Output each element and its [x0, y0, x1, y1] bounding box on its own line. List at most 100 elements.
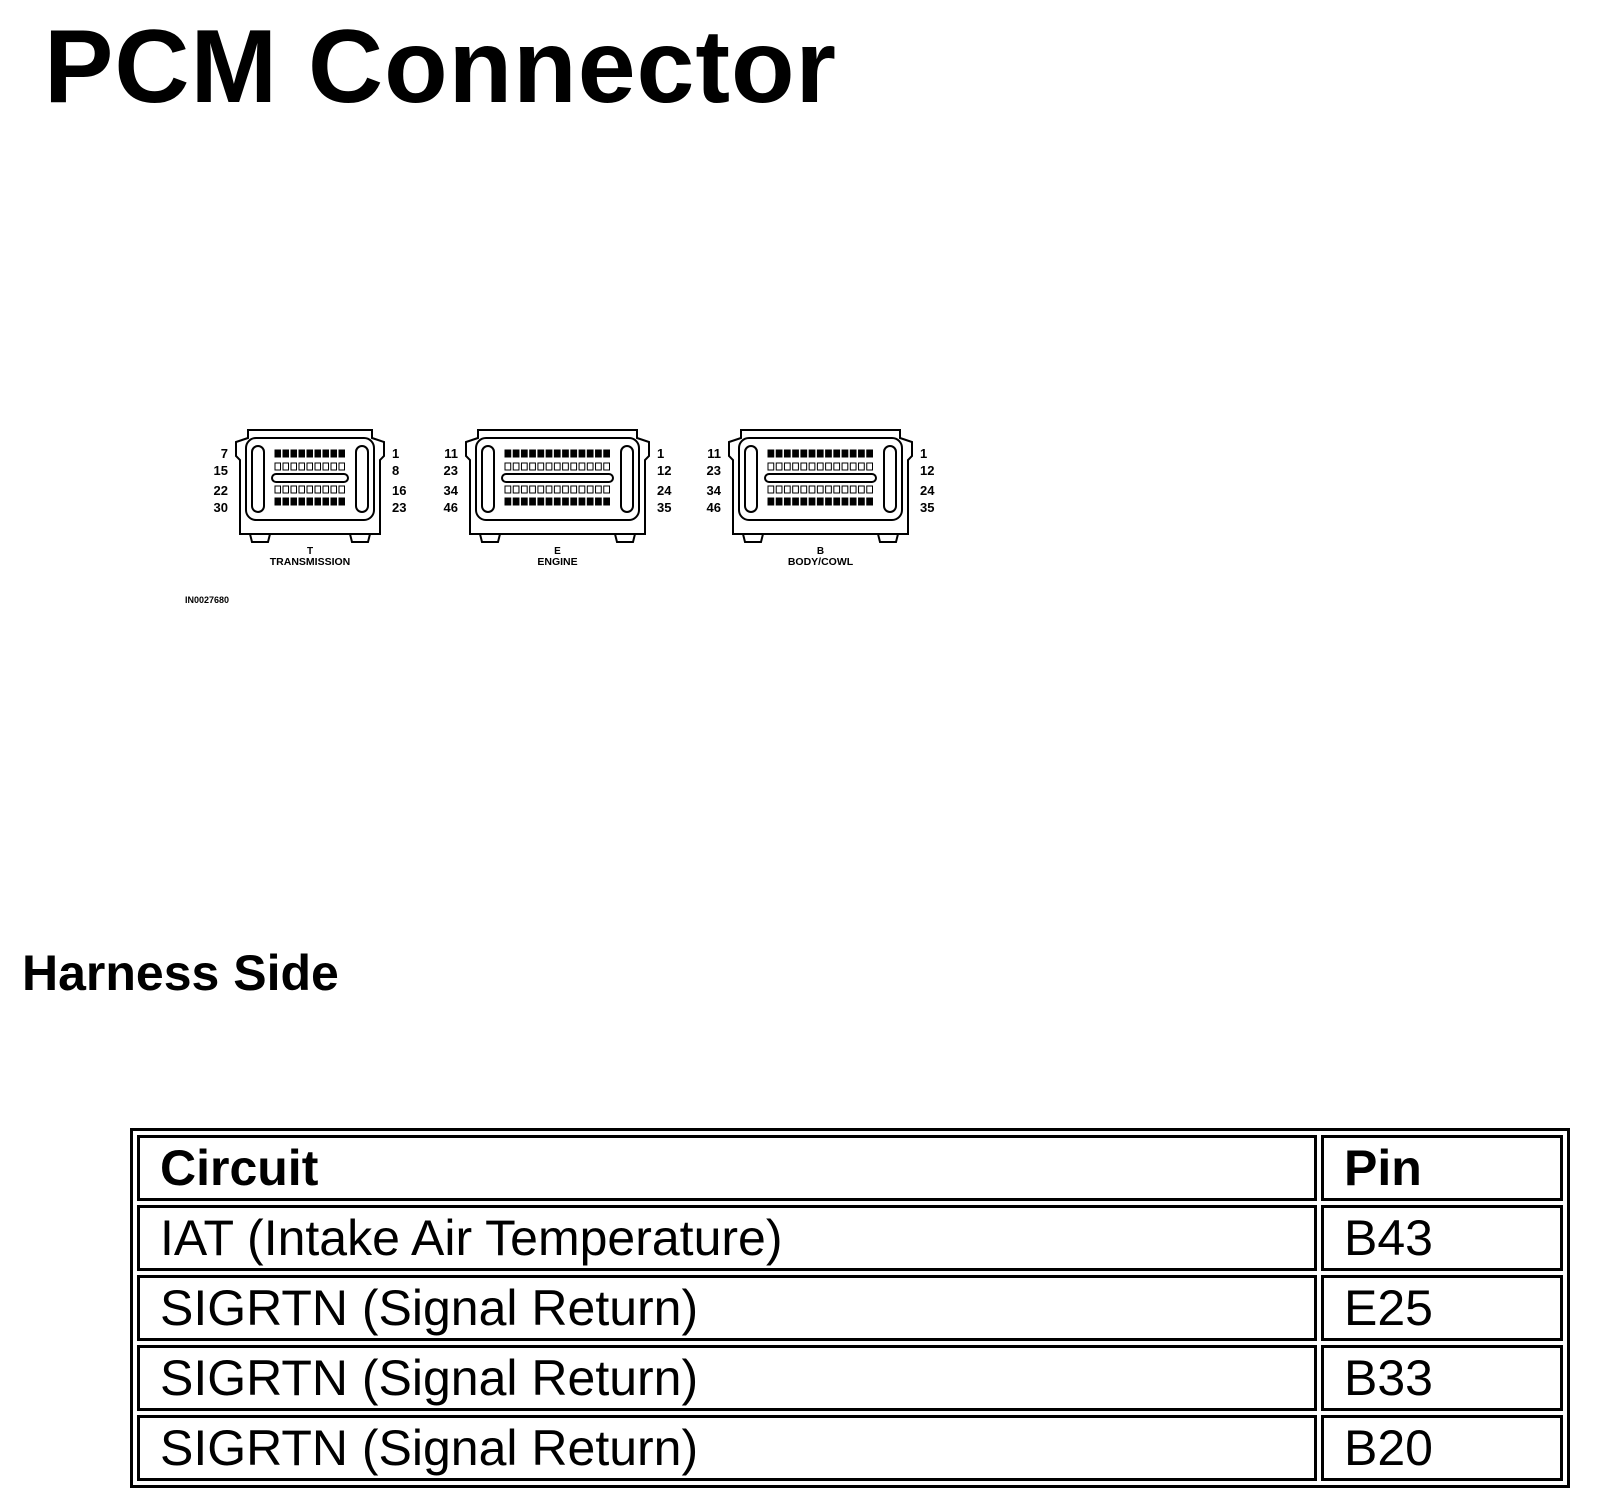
pin-cavity — [858, 462, 865, 471]
pin-cavity — [841, 449, 849, 458]
pin-number-label: 30 — [214, 500, 228, 515]
table-row: SIGRTN (Signal Return) B33 — [137, 1345, 1563, 1411]
pin-cavity — [767, 449, 775, 458]
pin-cavity — [330, 485, 337, 494]
page-title: PCM Connector — [44, 9, 837, 125]
pin-number-label: 34 — [444, 483, 459, 498]
pin-cavity — [578, 497, 586, 506]
pin-cavity — [512, 485, 520, 494]
pin-cavity — [282, 462, 289, 471]
pin-cavity — [849, 449, 857, 458]
circuit-cell: IAT (Intake Air Temperature) — [137, 1205, 1317, 1271]
pin-cavity — [808, 449, 816, 458]
pin-cavity — [775, 485, 783, 494]
pin-cavity — [586, 485, 594, 494]
pin-cavity — [849, 462, 857, 471]
pin-cavity — [858, 449, 865, 458]
pin-cavity — [306, 485, 313, 494]
pin-cavity — [595, 462, 602, 471]
pin-cavity — [767, 497, 775, 506]
pin-cavity — [816, 497, 824, 506]
latch-column — [744, 445, 758, 513]
pin-cavity — [841, 485, 849, 494]
pin-cavity — [553, 485, 561, 494]
pin-number-label: 23 — [444, 463, 458, 478]
pin-cavity — [545, 485, 553, 494]
keying-bar — [271, 473, 349, 483]
pin-cavity — [512, 449, 520, 458]
table-header-row: Circuit Pin — [137, 1135, 1563, 1201]
pin-cavity — [298, 462, 305, 471]
pin-cavity — [504, 449, 512, 458]
pin-cavity — [545, 449, 553, 458]
pin-cavity — [767, 485, 775, 494]
pin-cavity — [562, 497, 569, 506]
pin-cavity — [603, 485, 610, 494]
connector-name: ENGINE — [537, 556, 577, 568]
figure-id: IN0027680 — [185, 595, 229, 605]
pin-cavity — [314, 485, 321, 494]
pin-cavity — [553, 449, 561, 458]
connector-letter: T — [307, 546, 313, 557]
pin-cavity — [825, 449, 832, 458]
pin-cell: B20 — [1321, 1415, 1563, 1481]
pin-cavity — [603, 449, 610, 458]
pin-cavity — [306, 497, 313, 506]
column-header-circuit: Circuit — [137, 1135, 1317, 1201]
pin-cavity — [841, 497, 849, 506]
pin-cavity — [274, 497, 281, 506]
pin-cavity — [783, 497, 791, 506]
pin-cavity — [792, 497, 799, 506]
pin-cavity — [800, 449, 808, 458]
pin-cavity — [578, 449, 586, 458]
pin-cavity — [537, 485, 545, 494]
pin-cavity — [338, 462, 345, 471]
pin-cavity — [520, 485, 528, 494]
pin-cavity — [775, 497, 783, 506]
pin-cavity — [866, 485, 873, 494]
pin-cavity — [330, 497, 337, 506]
pin-cavity — [298, 449, 305, 458]
pin-cavity — [290, 462, 297, 471]
pin-cavity — [512, 462, 520, 471]
pin-cavity — [800, 497, 808, 506]
column-header-pin: Pin — [1321, 1135, 1563, 1201]
pin-cavity — [537, 449, 545, 458]
connector-letter: E — [554, 546, 561, 557]
pin-number-label: 34 — [707, 483, 722, 498]
circuit-cell: SIGRTN (Signal Return) — [137, 1275, 1317, 1341]
pin-number-label: 1 — [392, 446, 399, 461]
pin-cavity — [808, 462, 816, 471]
pin-cavity — [282, 449, 289, 458]
table-row: SIGRTN (Signal Return) B20 — [137, 1415, 1563, 1481]
pin-cavity — [825, 497, 832, 506]
pin-table: Circuit Pin IAT (Intake Air Temperature)… — [130, 1128, 1570, 1488]
pin-cavity — [529, 485, 536, 494]
pin-cavity — [290, 485, 297, 494]
pin-cavity — [586, 497, 594, 506]
pin-cavity — [298, 497, 305, 506]
pin-cavity — [849, 497, 857, 506]
pin-cavity — [825, 485, 832, 494]
connector-name: BODY/COWL — [788, 556, 854, 568]
latch-column — [620, 445, 634, 513]
housing-foot — [249, 533, 371, 543]
pin-cavity — [570, 449, 578, 458]
pin-cavity — [833, 485, 841, 494]
pin-cavity — [553, 462, 561, 471]
pin-cavity — [800, 462, 808, 471]
pin-cavity — [595, 497, 602, 506]
latch-column — [481, 445, 495, 513]
pin-cavity — [858, 485, 865, 494]
latch-column — [251, 445, 265, 513]
pin-cavity — [282, 485, 289, 494]
pin-cavity — [330, 462, 337, 471]
pin-cavity — [282, 497, 289, 506]
pin-cavity — [314, 497, 321, 506]
pin-cavity — [298, 485, 305, 494]
pin-number-label: 11 — [444, 446, 458, 461]
pin-cavity — [562, 449, 569, 458]
pin-cavity — [338, 485, 345, 494]
pin-cavity — [553, 497, 561, 506]
